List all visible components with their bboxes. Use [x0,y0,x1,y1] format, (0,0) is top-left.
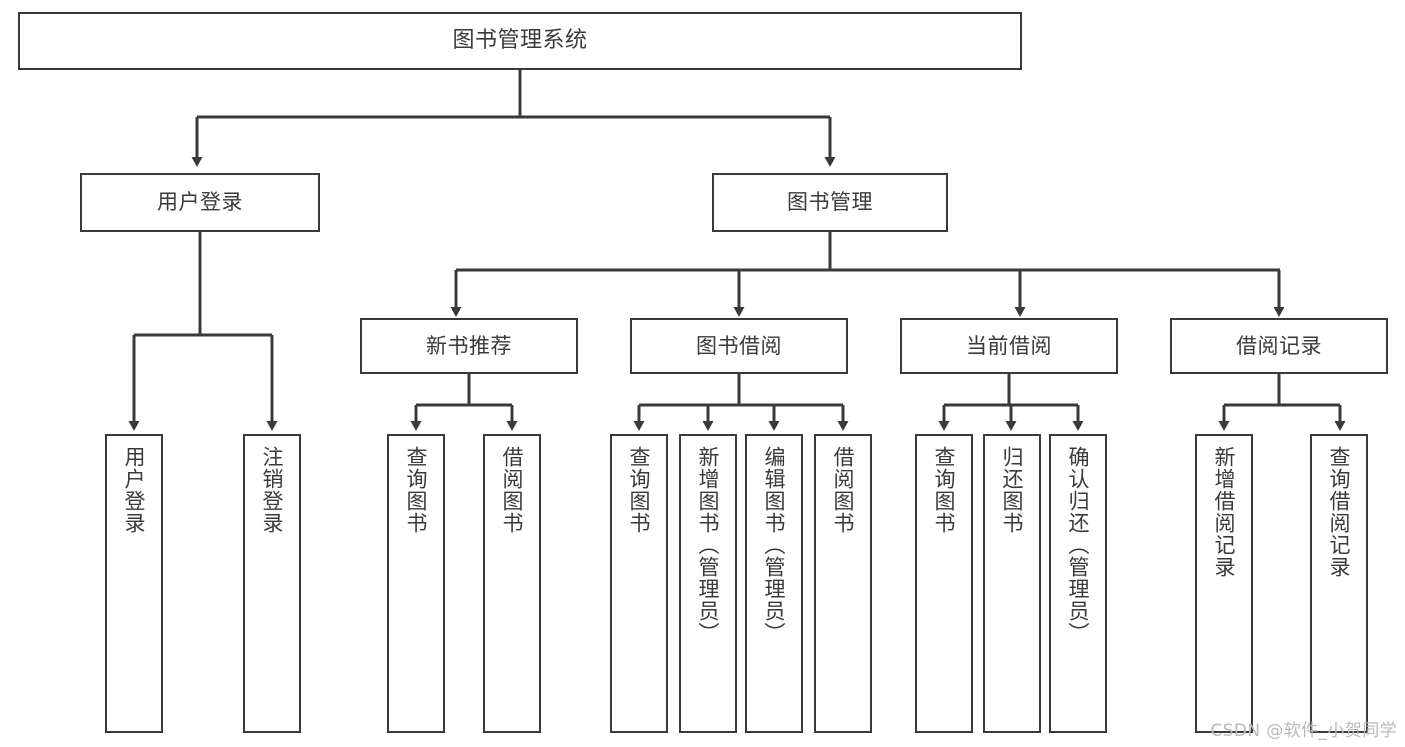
node-leaf-user-login-label: 用户登录 [122,446,147,534]
node-root-system-label: 图书管理系统 [452,28,588,54]
node-new-book-recommend[interactable]: 新书推荐 [360,318,578,374]
node-new-book-recommend-label: 新书推荐 [426,333,512,358]
node-leaf-confirm-return-admin[interactable]: 确认归还（管理员） [1049,434,1107,733]
node-leaf-borrow-book-recommend[interactable]: 借阅图书 [483,434,541,733]
node-leaf-confirm-return-admin-label: 确认归还（管理员） [1066,446,1091,644]
node-root-system[interactable]: 图书管理系统 [18,12,1022,70]
csdn-watermark: CSDN @软件_小贺同学 [1210,721,1397,741]
node-leaf-borrow-book-label: 借阅图书 [831,446,856,534]
node-leaf-query-book-current-label: 查询图书 [932,446,957,534]
node-book-management[interactable]: 图书管理 [712,173,948,232]
node-leaf-query-borrow-record-label: 查询借阅记录 [1327,446,1352,578]
node-book-management-label: 图书管理 [787,190,873,215]
node-leaf-logout-label: 注销登录 [260,446,285,534]
node-book-borrow[interactable]: 图书借阅 [630,318,848,374]
node-user-login-label: 用户登录 [157,190,243,215]
node-leaf-return-book-label: 归还图书 [1000,446,1025,534]
node-leaf-logout[interactable]: 注销登录 [243,434,301,733]
node-leaf-borrow-book-recommend-label: 借阅图书 [500,446,525,534]
node-leaf-add-book-admin[interactable]: 新增图书（管理员） [679,434,737,733]
node-current-borrow-label: 当前借阅 [966,333,1052,358]
node-borrow-record-label: 借阅记录 [1236,333,1322,358]
node-leaf-query-book-current[interactable]: 查询图书 [915,434,973,733]
node-book-borrow-label: 图书借阅 [696,333,782,358]
node-leaf-edit-book-admin[interactable]: 编辑图书（管理员） [745,434,803,733]
node-leaf-query-borrow-record[interactable]: 查询借阅记录 [1310,434,1368,733]
node-leaf-query-book-recommend-label: 查询图书 [404,446,429,534]
node-leaf-add-borrow-record-label: 新增借阅记录 [1212,446,1237,578]
node-leaf-query-book-borrow-label: 查询图书 [627,446,652,534]
node-leaf-return-book[interactable]: 归还图书 [983,434,1041,733]
node-user-login[interactable]: 用户登录 [80,173,320,232]
node-leaf-borrow-book[interactable]: 借阅图书 [814,434,872,733]
node-leaf-user-login[interactable]: 用户登录 [105,434,163,733]
node-current-borrow[interactable]: 当前借阅 [900,318,1118,374]
node-borrow-record[interactable]: 借阅记录 [1170,318,1388,374]
node-leaf-add-book-admin-label: 新增图书（管理员） [696,446,721,644]
node-leaf-query-book-recommend[interactable]: 查询图书 [387,434,445,733]
node-leaf-edit-book-admin-label: 编辑图书（管理员） [762,446,787,644]
node-leaf-add-borrow-record[interactable]: 新增借阅记录 [1195,434,1253,733]
node-leaf-query-book-borrow[interactable]: 查询图书 [610,434,668,733]
